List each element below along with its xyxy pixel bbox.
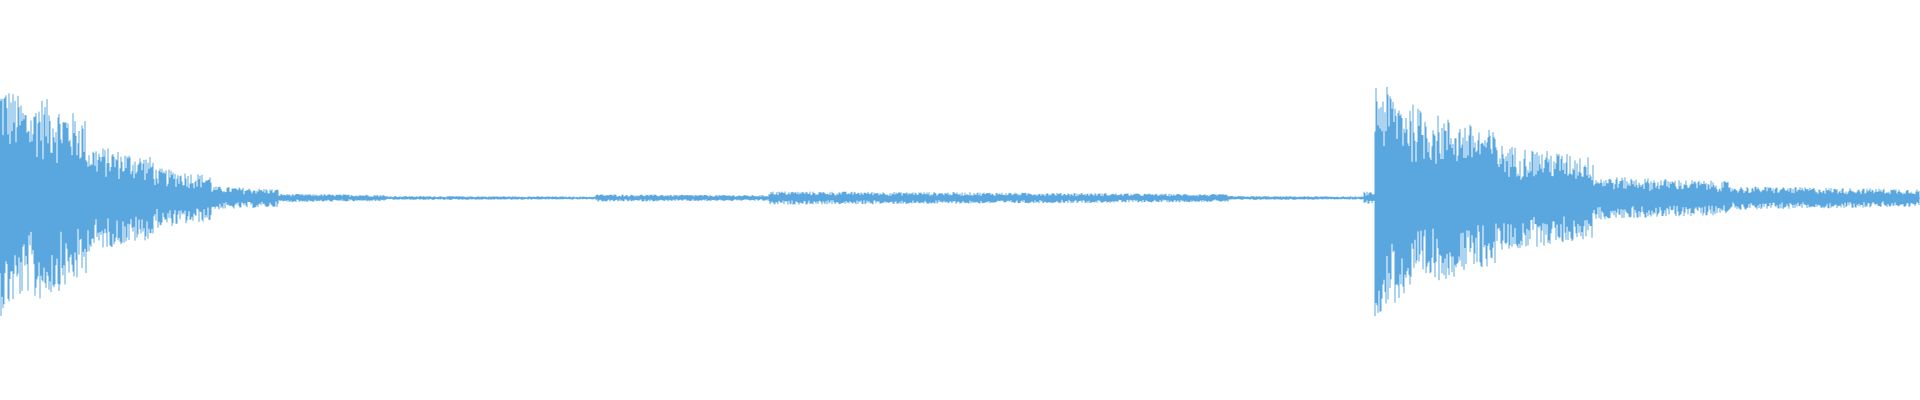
waveform-trace bbox=[0, 86, 1920, 317]
